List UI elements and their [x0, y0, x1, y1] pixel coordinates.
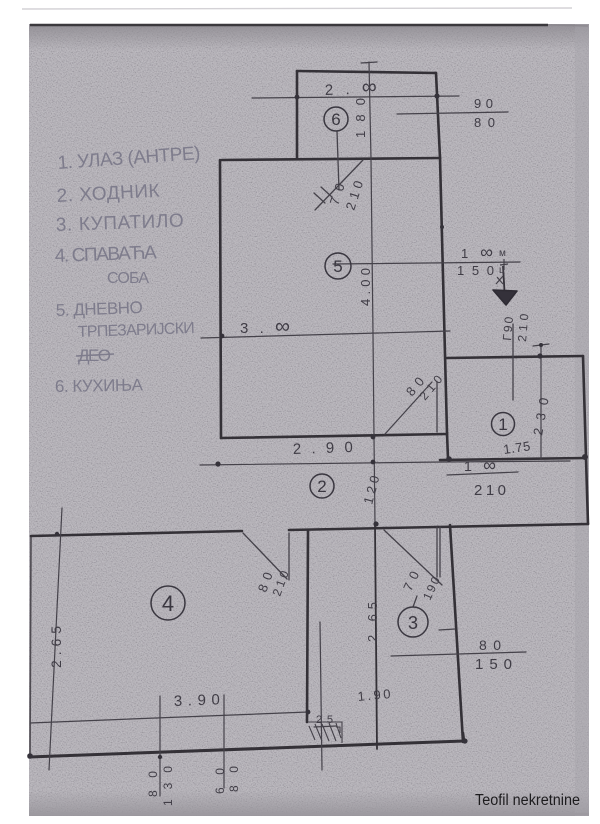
svg-text:130: 130 — [161, 766, 175, 806]
svg-text:1.75: 1.75 — [502, 438, 531, 457]
svg-text:3. КУПАТИЛО: 3. КУПАТИЛО — [55, 211, 184, 236]
svg-text:Teofil nekretnine: Teofil nekretnine — [475, 792, 580, 809]
svg-text:150: 150 — [457, 263, 494, 278]
svg-text:6: 6 — [331, 110, 340, 129]
svg-text:210: 210 — [474, 482, 506, 499]
svg-text:ц: ц — [499, 265, 505, 276]
svg-text:1: 1 — [498, 415, 507, 434]
svg-text:1.90: 1.90 — [357, 686, 391, 704]
svg-text:СОБА: СОБА — [107, 270, 149, 287]
svg-text:4. СПАВАЋА: 4. СПАВАЋА — [54, 242, 157, 267]
svg-text:150: 150 — [475, 656, 512, 673]
svg-text:м: м — [499, 248, 506, 259]
svg-text:4.00: 4.00 — [358, 268, 373, 306]
svg-text:6. КУХИЊА: 6. КУХИЊА — [55, 375, 144, 396]
svg-text:3: 3 — [408, 613, 418, 633]
svg-text:2.65: 2.65 — [48, 626, 64, 668]
svg-text:180: 180 — [353, 98, 368, 138]
svg-text:210: 210 — [515, 313, 531, 342]
svg-text:2: 2 — [317, 477, 326, 496]
svg-text:5: 5 — [333, 257, 342, 276]
svg-text:Г90: Г90 — [500, 316, 516, 341]
svg-text:3.90: 3.90 — [174, 691, 221, 710]
svg-text:ТРПЕЗАРИЈСКИ: ТРПЕЗАРИЈСКИ — [78, 320, 196, 341]
svg-text:2.65: 2.65 — [365, 602, 380, 642]
svg-text:4: 4 — [162, 591, 174, 616]
svg-text:5. ДНЕВНО: 5. ДНЕВНО — [55, 298, 143, 320]
